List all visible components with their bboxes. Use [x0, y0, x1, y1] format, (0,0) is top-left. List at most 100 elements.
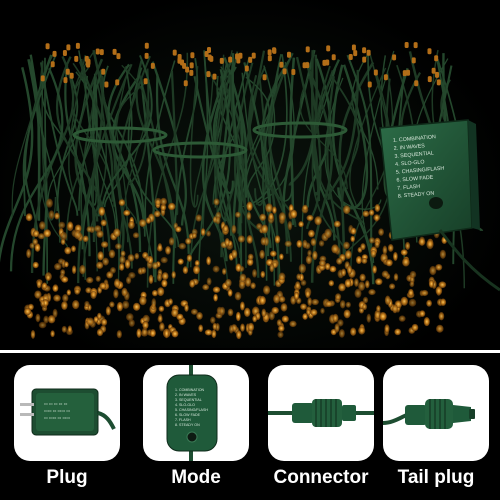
wire-strand: [74, 58, 104, 222]
bulb: [74, 55, 79, 62]
bulb: [126, 313, 134, 321]
bulb: [366, 313, 372, 323]
bulb: [252, 269, 257, 278]
bulb: [314, 216, 322, 226]
bulb: [182, 62, 187, 69]
bulb: [165, 246, 171, 255]
bulb: [370, 250, 377, 258]
bulb: [335, 293, 342, 301]
bulb: [127, 220, 135, 230]
bulb: [34, 290, 42, 299]
bulb: [144, 52, 149, 59]
bulb: [236, 330, 242, 340]
bulb: [393, 251, 398, 261]
wire-tie: [252, 121, 348, 139]
wire-strand: [241, 72, 281, 279]
bulb: [278, 272, 286, 281]
wire-tie: [72, 126, 168, 144]
bulb: [62, 294, 69, 302]
bulb: [45, 43, 50, 50]
bulb: [341, 268, 347, 277]
bulb: [177, 57, 182, 64]
bulb: [436, 324, 444, 333]
bulb: [157, 313, 163, 323]
bulb: [435, 71, 440, 78]
bulb: [86, 59, 91, 66]
wire-strand: [246, 65, 276, 194]
bulb: [306, 214, 314, 221]
bulb: [114, 278, 121, 288]
bulb: [353, 50, 358, 57]
controller-mode-list: 1. COMBINATION 2. IN WAVES 3. SEQUENTIAL…: [393, 134, 445, 200]
bulb: [202, 284, 210, 291]
bulb: [38, 321, 47, 329]
tail-plug-label: Tail plug: [397, 467, 475, 488]
bulb: [336, 257, 343, 265]
svg-text:7. FLASH: 7. FLASH: [175, 418, 191, 422]
bulb: [280, 303, 288, 312]
bulb: [274, 235, 281, 244]
bulb: [383, 74, 388, 81]
bulb: [116, 53, 121, 60]
bulb: [431, 67, 436, 74]
bulb: [213, 293, 218, 302]
bulb: [302, 313, 308, 320]
bulb: [40, 299, 45, 308]
wire-strand: [64, 64, 91, 257]
bulb: [414, 80, 419, 87]
bulb: [96, 230, 104, 238]
bulb: [72, 300, 80, 310]
bulb: [265, 203, 273, 213]
wire-strand: [82, 72, 108, 277]
bulb: [373, 69, 378, 76]
bulb: [225, 278, 232, 287]
bulb: [434, 55, 439, 62]
bulb: [175, 226, 182, 233]
bulb: [260, 270, 266, 278]
wire-strand: [9, 67, 64, 272]
bulb: [36, 280, 42, 289]
bulb: [376, 305, 381, 312]
bulb: [279, 61, 284, 68]
bulb: [98, 206, 106, 217]
bulb: [61, 325, 67, 333]
wire-strand: [189, 66, 199, 208]
bulb: [52, 284, 59, 292]
bulb: [189, 69, 194, 76]
bulb: [351, 44, 356, 51]
wire-strand: [346, 54, 373, 261]
bulb: [429, 265, 437, 276]
bulb: [263, 285, 271, 295]
bulb: [282, 68, 287, 75]
svg-text:2. IN WAVES: 2. IN WAVES: [175, 393, 197, 397]
bulb: [436, 79, 441, 86]
bulb: [296, 240, 303, 248]
wire-strand: [311, 50, 321, 202]
bulb: [95, 48, 100, 55]
bulb: [411, 323, 419, 332]
bulb: [186, 254, 193, 262]
bulb: [294, 291, 299, 301]
bulb: [239, 273, 247, 282]
bulb: [398, 315, 406, 322]
bulb: [355, 255, 362, 265]
bulb: [246, 201, 253, 212]
wire-strand: [22, 53, 57, 217]
bulb: [139, 295, 147, 306]
bulb: [362, 303, 368, 311]
bulb: [113, 288, 119, 299]
bulb: [171, 330, 179, 338]
wire-strand: [41, 61, 57, 221]
bulb: [39, 221, 46, 230]
bulb: [360, 243, 366, 251]
bulb: [378, 228, 384, 236]
bulb: [182, 266, 189, 275]
bulb: [272, 206, 277, 214]
bulb: [48, 210, 55, 220]
bulb: [167, 202, 176, 211]
bulb: [132, 302, 141, 311]
bulb: [206, 256, 211, 266]
wire-strand: [288, 54, 318, 186]
bulb: [361, 257, 368, 264]
bulb: [240, 323, 245, 332]
